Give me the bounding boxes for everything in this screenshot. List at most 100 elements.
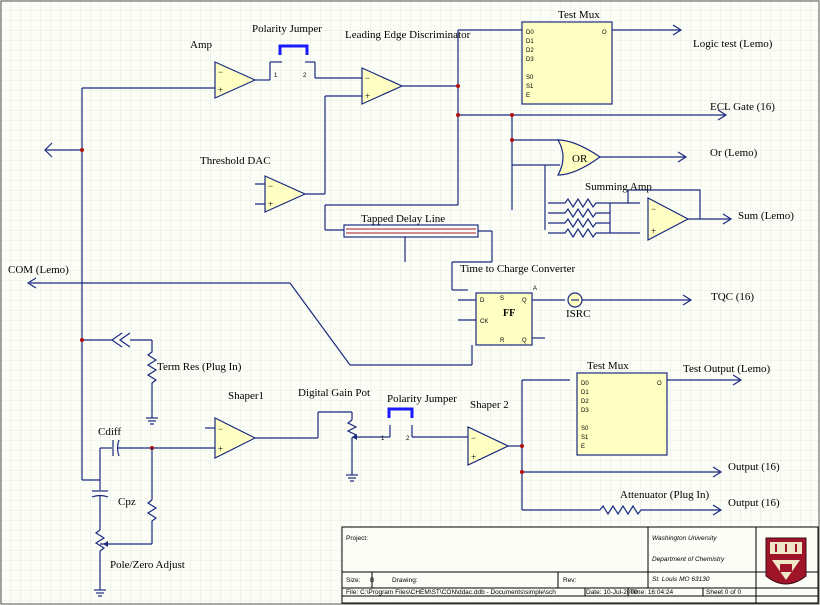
isrc-symbol[interactable] (567, 292, 693, 308)
com-net (26, 277, 473, 366)
mux-pin-s1: S1 (526, 84, 534, 90)
ff-label: FF (503, 308, 515, 319)
mux-pin-d0: D0 (581, 381, 589, 387)
test-output-port: Test Output (Lemo) (683, 363, 771, 375)
or-gate-symbol[interactable]: OR (556, 139, 688, 176)
ff-pin-a: A (533, 286, 537, 292)
ff-pin-r: R (500, 338, 505, 344)
mux-pin-d3: D3 (526, 57, 534, 63)
mux-pin-s0: S0 (526, 75, 534, 81)
mux-pin-d3: D3 (581, 408, 589, 414)
attenuator-label: Attenuator (Plug In) (620, 489, 710, 501)
amp-symbol[interactable]: − + (214, 61, 271, 99)
or-lemo-port: Or (Lemo) (710, 147, 758, 159)
ff-pin-s: S (500, 296, 504, 302)
sheet-text: Sheet 0 of 0 (706, 589, 741, 596)
svg-text:+: + (365, 91, 370, 101)
pin-number: 2 (303, 73, 307, 79)
mux-pin-out: O (657, 381, 662, 387)
polarity-jumper-bottom-label: Polarity Jumper (387, 393, 457, 405)
mux-pin-out: O (602, 30, 607, 36)
discriminator-symbol[interactable]: − + (361, 67, 458, 105)
svg-text:−: − (268, 181, 273, 191)
department-text: Department of Chemistry (652, 556, 725, 563)
isrc-label: ISRC (566, 308, 590, 320)
svg-text:−: − (471, 433, 476, 443)
input-net (44, 87, 215, 481)
pin-number: 2 (406, 436, 410, 442)
mux-pin-s1: S1 (581, 435, 589, 441)
discriminator-output-net (324, 29, 728, 231)
svg-text:−: − (651, 204, 656, 214)
shaper1-symbol[interactable]: − + (205, 411, 352, 459)
junction-dot (80, 338, 84, 342)
ff-pin-qbar: Q (522, 338, 527, 344)
project-label: Project: (346, 535, 368, 542)
mux-pin-d2: D2 (581, 399, 589, 405)
polarity-jumper-bottom[interactable]: 1 2 (381, 407, 468, 442)
svg-text:−: − (365, 73, 370, 83)
size-label: Size: (346, 577, 361, 584)
mux-pin-e: E (526, 93, 530, 99)
svg-text:+: + (651, 226, 656, 236)
file-path-text: File: C:\Program Files\CHEM\ST\CON\ddac.… (346, 589, 556, 596)
com-lemo-port: COM (Lemo) (8, 264, 69, 276)
polarity-jumper-top[interactable]: 1 2 (270, 44, 362, 79)
junction-dot (80, 148, 84, 152)
city-text: St. Louis MO 63130 (652, 576, 710, 583)
output2-port: Output (16) (728, 497, 780, 509)
term-res-symbol[interactable] (110, 332, 158, 425)
svg-text:−: − (218, 424, 223, 434)
output1-port: Output (16) (728, 461, 780, 473)
mux-pin-s0: S0 (581, 426, 589, 432)
summing-amp-label: Summing Amp (585, 181, 652, 193)
discriminator-label: Leading Edge Discriminator (345, 29, 471, 41)
polarity-jumper-top-label: Polarity Jumper (252, 23, 322, 35)
cpz-symbol[interactable] (91, 448, 158, 597)
svg-text:+: + (471, 452, 476, 462)
threshold-dac-symbol[interactable]: − + (255, 95, 362, 213)
svg-text:−: − (218, 67, 223, 77)
digital-gain-pot-label: Digital Gain Pot (298, 387, 370, 399)
mux-pin-d2: D2 (526, 48, 534, 54)
shaper2-symbol[interactable]: − + (467, 379, 723, 516)
mux-pin-d0: D0 (526, 30, 534, 36)
cdiff-label: Cdiff (98, 426, 121, 438)
shaper2-label: Shaper 2 (470, 399, 509, 411)
university-seal-logo (765, 537, 807, 585)
svg-text:+: + (218, 444, 223, 454)
title-block (341, 526, 819, 604)
svg-text:+: + (268, 199, 273, 209)
sum-lemo-port: Sum (Lemo) (738, 210, 794, 222)
summing-amp-symbol[interactable]: − + (548, 189, 733, 241)
cpz-label: Cpz (118, 496, 136, 508)
ff-pin-d: D (480, 298, 485, 304)
time-text: Time: 16:04:24 (630, 589, 674, 596)
tapped-delay-line-symbol[interactable] (343, 224, 493, 291)
tcc-label: Time to Charge Converter (460, 263, 576, 275)
digital-gain-pot-symbol[interactable] (346, 412, 385, 482)
flip-flop-symbol[interactable]: D CK Q Q S R A FF (458, 286, 565, 346)
size-value: B (370, 577, 374, 584)
pin-number: 1 (381, 436, 385, 442)
term-res-label: Term Res (Plug In) (157, 361, 242, 373)
tapped-delay-label: Tapped Delay Line (361, 213, 445, 225)
drawing-label: Drawing: (392, 577, 418, 584)
ff-pin-q: Q (522, 298, 527, 304)
tqc-port: TQC (16) (711, 291, 754, 303)
pin-number: 1 (274, 73, 278, 79)
mux-pin-d1: D1 (581, 390, 589, 396)
test-mux-top-label: Test Mux (558, 9, 600, 21)
svg-text:+: + (218, 85, 223, 95)
ff-pin-ck: CK (480, 319, 488, 325)
threshold-dac-label: Threshold DAC (200, 155, 271, 167)
ecl-gate-port: ECL Gate (16) (710, 101, 775, 113)
pole-zero-label: Pole/Zero Adjust (110, 559, 185, 571)
or-gate-label: OR (572, 153, 588, 165)
university-text: Washington University (652, 535, 717, 542)
date-text: Date: 10-Jul-2000 (586, 589, 638, 596)
